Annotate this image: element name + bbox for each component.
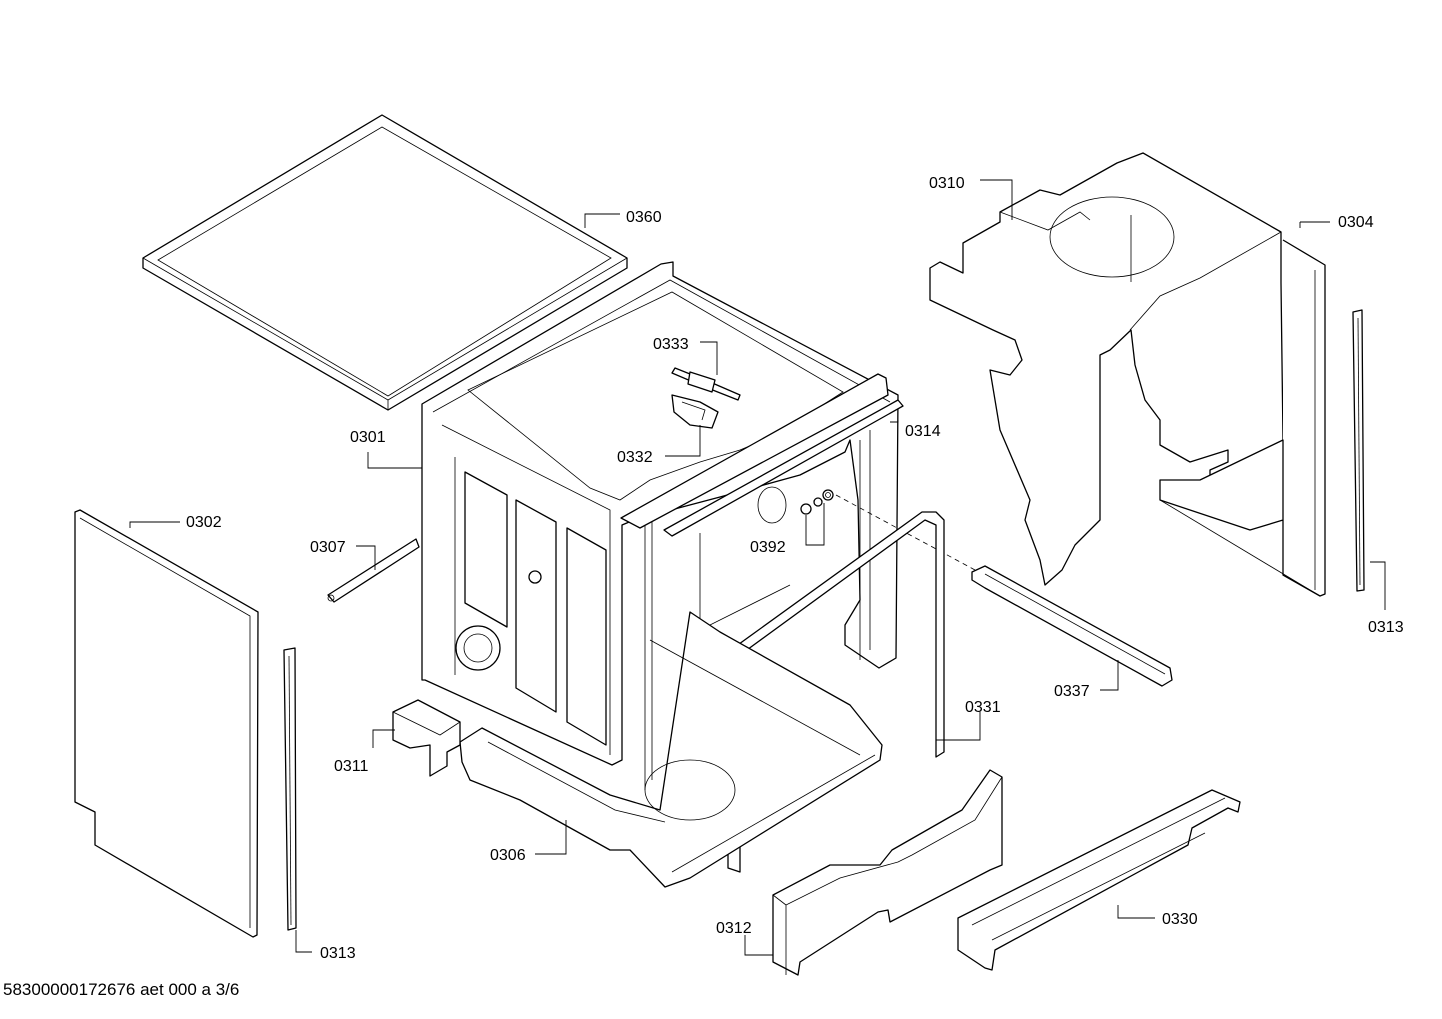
part-0314-top-rail (620, 373, 904, 537)
part-0310-insulation-wrap (929, 152, 1284, 586)
label-0331: 0331 (965, 699, 1001, 716)
label-0310: 0310 (929, 175, 965, 192)
leader-lines (129, 179, 1386, 956)
part-0333-bracket (671, 367, 741, 401)
part-0313-left-strip (283, 647, 297, 931)
label-0302: 0302 (186, 514, 222, 531)
part-0307-rail (327, 538, 420, 603)
label-0337: 0337 (1054, 683, 1090, 700)
label-0313-left: 0313 (320, 945, 356, 962)
label-0332: 0332 (617, 449, 653, 466)
label-0301: 0301 (350, 429, 386, 446)
label-0306: 0306 (490, 847, 526, 864)
label-0313-right: 0313 (1368, 619, 1404, 636)
label-0312: 0312 (716, 920, 752, 937)
part-labels: 0360 0310 0304 0333 0332 0301 0314 0302 … (186, 175, 1404, 962)
part-0306-base-pan (459, 611, 883, 888)
label-0307: 0307 (310, 539, 346, 556)
part-0392-screw-set (800, 489, 976, 571)
part-0302-side-panel (74, 509, 259, 938)
label-0333: 0333 (653, 336, 689, 353)
part-0311-foot-block (392, 699, 461, 777)
part-0332-lock-bracket (671, 394, 719, 429)
part-0301-tub-body (421, 261, 899, 790)
part-0313-right-strip (1352, 309, 1365, 592)
part-0330-kickboard (957, 789, 1241, 971)
label-0360: 0360 (626, 209, 662, 226)
part-0360-top-cover (142, 114, 628, 411)
label-0314: 0314 (905, 423, 941, 440)
document-id-footer: 58300000172676 aet 000 a 3/6 (3, 980, 240, 999)
part-0337-rod (971, 565, 1173, 687)
part-0304-rear-panel (1159, 239, 1326, 597)
label-0304: 0304 (1338, 214, 1374, 231)
label-0330: 0330 (1162, 911, 1198, 928)
label-0392: 0392 (750, 539, 786, 556)
part-0312-plinth-block (772, 769, 1003, 976)
label-0311: 0311 (334, 758, 369, 775)
